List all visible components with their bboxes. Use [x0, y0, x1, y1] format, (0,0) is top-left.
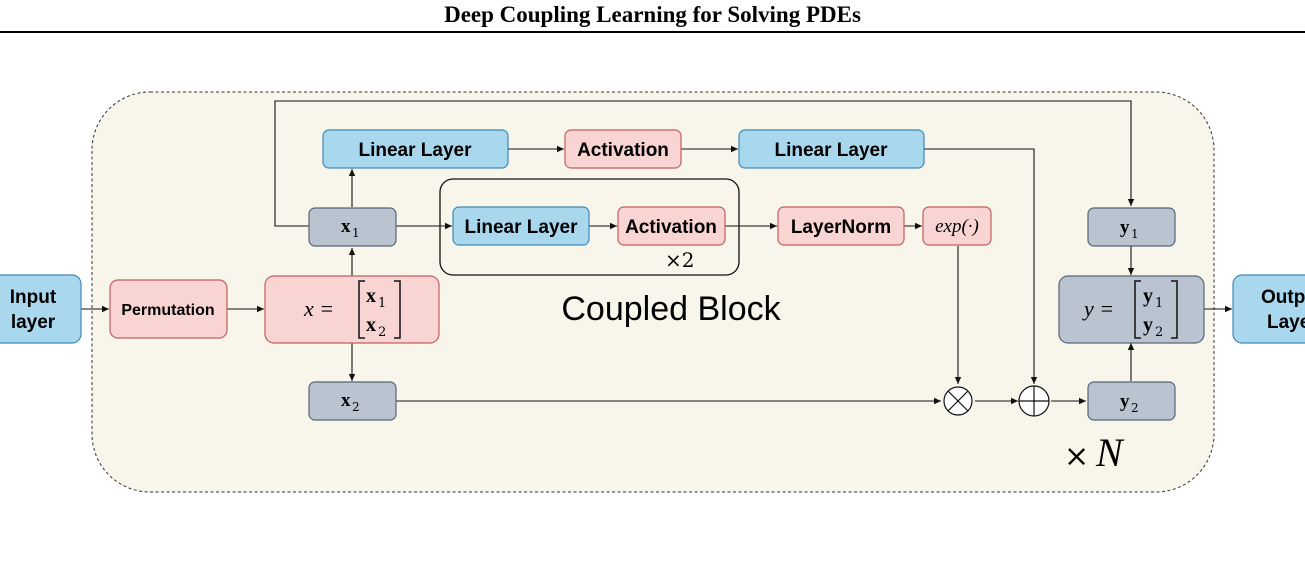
inner-linear-label: Linear Layer [465, 217, 579, 238]
exp-node: exp(·) [922, 206, 992, 246]
y1-node: y 1 [1087, 207, 1176, 247]
input-layer-label-line1: Input [10, 287, 57, 308]
output-layer-label-line1: Output [1261, 287, 1305, 308]
y2-var: y [1120, 391, 1130, 412]
coupled-block-label: Coupled Block [561, 290, 781, 328]
y-merge-bracket-left [1134, 280, 1141, 339]
y2-sub: 2 [1131, 401, 1139, 415]
repeat-times-symbol: × [1064, 439, 1089, 474]
x1-sub: 1 [352, 226, 360, 240]
x-split-top: x [366, 285, 376, 307]
repeat-n-var: N [1095, 430, 1125, 475]
x2-node: x 2 [308, 381, 397, 421]
top-linear-layer-1: Linear Layer [322, 129, 509, 169]
input-layer-node: Input layer [0, 274, 82, 344]
add-operator [1018, 385, 1050, 417]
inner-activation-label: Activation [625, 217, 717, 238]
x-split-lhs: x = [303, 296, 334, 321]
page-header: Deep Coupling Learning for Solving PDEs [0, 0, 1305, 33]
y1-sub: 1 [1131, 227, 1139, 241]
top-activation: Activation [564, 129, 682, 169]
inner-repeat-label: ×2 [665, 248, 694, 272]
x-split-bracket-right [394, 280, 401, 339]
output-layer-label-line2: Layer [1267, 312, 1305, 333]
y-merge-node: y = y 1 y 2 [1058, 275, 1205, 344]
connectors [81, 100, 1232, 405]
x1-node: x 1 [308, 207, 397, 247]
multiply-operator [943, 386, 973, 416]
top-linear-2-label: Linear Layer [775, 140, 889, 161]
inner-linear-layer: Linear Layer [452, 206, 590, 246]
input-layer-label-line2: layer [11, 312, 56, 333]
x-split-bottom: x [366, 314, 376, 336]
x-split-bracket-left [358, 280, 365, 339]
x-split-node: x = x 1 x 2 [264, 275, 440, 344]
x-split-bottom-sub: 2 [378, 325, 386, 340]
x-split-top-sub: 1 [378, 296, 386, 311]
permutation-node: Permutation [109, 279, 228, 339]
y1-var: y [1120, 217, 1130, 238]
coupled-block-outline [439, 178, 740, 276]
y-merge-bracket-right [1171, 280, 1178, 339]
x2-var: x [341, 390, 351, 411]
layernorm-node: LayerNorm [777, 206, 905, 246]
top-linear-1-label: Linear Layer [359, 140, 473, 161]
x2-sub: 2 [352, 400, 360, 414]
exp-label: exp(·) [935, 216, 979, 237]
top-activation-label: Activation [577, 140, 669, 161]
layernorm-label: LayerNorm [791, 217, 891, 238]
top-linear-layer-2: Linear Layer [738, 129, 925, 169]
y-merge-top: y [1143, 285, 1153, 307]
y-merge-top-sub: 1 [1155, 296, 1163, 311]
y-merge-bottom: y [1143, 314, 1153, 336]
y-merge-bottom-sub: 2 [1155, 325, 1163, 340]
permutation-label: Permutation [121, 302, 214, 319]
output-layer-node: Output Layer [1232, 274, 1305, 344]
x1-var: x [341, 216, 351, 237]
y-merge-lhs: y = [1082, 296, 1114, 321]
y2-node: y 2 [1087, 381, 1176, 421]
inner-activation: Activation [617, 206, 726, 246]
